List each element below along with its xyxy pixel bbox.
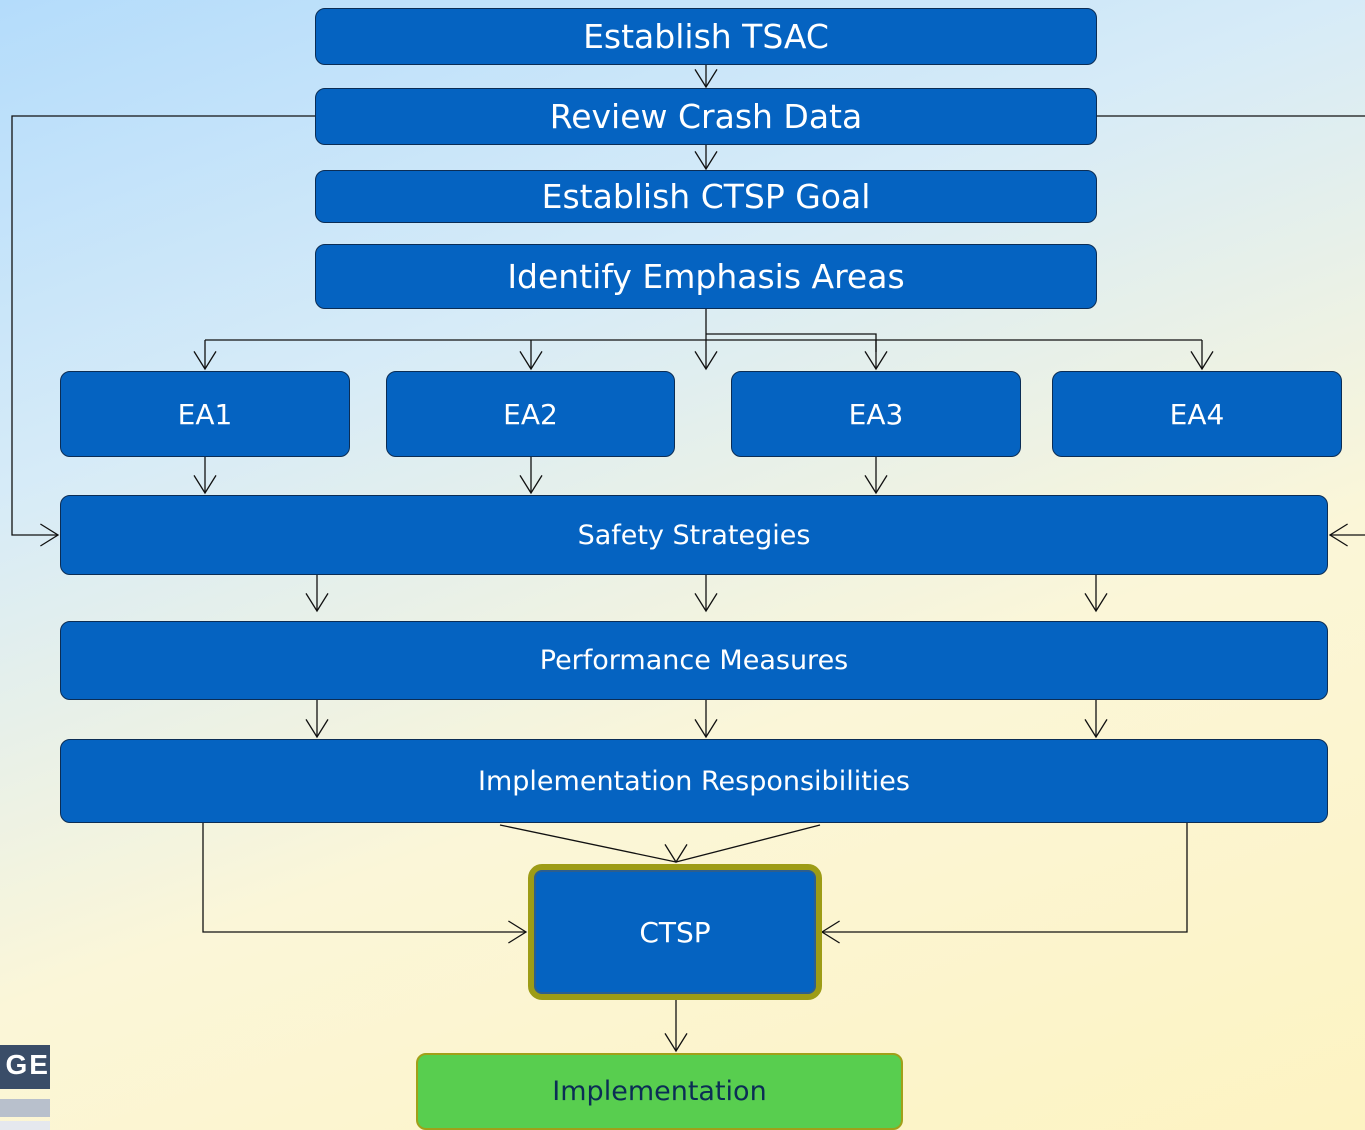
arrow-head <box>519 351 543 371</box>
arrow-head <box>193 475 217 495</box>
arrow-head <box>193 351 217 371</box>
organization-logo: GE <box>0 1045 52 1130</box>
safety-strategies-label: Safety Strategies <box>577 519 811 551</box>
arrow-head <box>305 593 329 613</box>
arrow-line <box>202 823 526 933</box>
performance-measures-label: Performance Measures <box>539 645 849 676</box>
review-crash-data-label: Review Crash Data <box>549 97 863 136</box>
arrow-head <box>40 523 60 547</box>
arrow-head <box>694 719 718 739</box>
arrow-head <box>694 151 718 171</box>
identify-emphasis-areas-box: Identify Emphasis Areas <box>315 244 1097 309</box>
arrow-head <box>820 920 840 944</box>
ctsp-box: CTSP <box>528 864 822 1000</box>
ea1-label: EA1 <box>177 397 233 431</box>
establish-ctsp-goal-box: Establish CTSP Goal <box>315 170 1097 223</box>
emphasis-area-1-box: EA1 <box>60 371 350 457</box>
implementation-label: Implementation <box>552 1076 767 1107</box>
arrow-head <box>1328 523 1348 547</box>
performance-measures-box: Performance Measures <box>60 621 1328 700</box>
arrow-head <box>664 1033 688 1053</box>
establish-tsac-box: Establish TSAC <box>315 8 1097 65</box>
logo-text: GE <box>5 1049 50 1080</box>
establish-tsac-label: Establish TSAC <box>583 17 829 56</box>
arrow-head <box>305 719 329 739</box>
arrow-head <box>664 844 688 864</box>
review-crash-data-box: Review Crash Data <box>315 88 1097 145</box>
arrow-line <box>11 115 315 536</box>
identify-emphasis-areas-label: Identify Emphasis Areas <box>507 257 905 296</box>
arrow-head <box>864 351 888 371</box>
implementation-box: Implementation <box>416 1053 903 1130</box>
implementation-responsibilities-label: Implementation Responsibilities <box>478 765 910 797</box>
logo-bar <box>0 1121 50 1130</box>
establish-ctsp-goal-label: Establish CTSP Goal <box>541 177 871 216</box>
arrow-head <box>519 475 543 495</box>
ea4-label: EA4 <box>1169 397 1225 431</box>
arrow-head <box>694 351 718 371</box>
emphasis-area-4-box: EA4 <box>1052 371 1342 457</box>
ea3-label: EA3 <box>848 397 904 431</box>
logo-bar <box>0 1045 50 1089</box>
arrow-head <box>864 475 888 495</box>
safety-strategies-box: Safety Strategies <box>60 495 1328 575</box>
emphasis-area-3-box: EA3 <box>731 371 1021 457</box>
arrow-head <box>694 593 718 613</box>
arrow-head <box>1084 719 1108 739</box>
logo-bar <box>0 1099 50 1117</box>
arrow-line <box>675 824 821 863</box>
arrow-head <box>508 920 528 944</box>
ctsp-label: CTSP <box>639 915 711 949</box>
emphasis-area-2-box: EA2 <box>386 371 675 457</box>
arrow-line <box>499 824 677 863</box>
arrow-line <box>822 823 1188 933</box>
implementation-responsibilities-box: Implementation Responsibilities <box>60 739 1328 823</box>
arrow-head <box>694 69 718 89</box>
arrow-head <box>1190 351 1214 371</box>
arrow-head <box>1084 593 1108 613</box>
ea2-label: EA2 <box>503 397 558 431</box>
arrow-line <box>706 333 877 352</box>
